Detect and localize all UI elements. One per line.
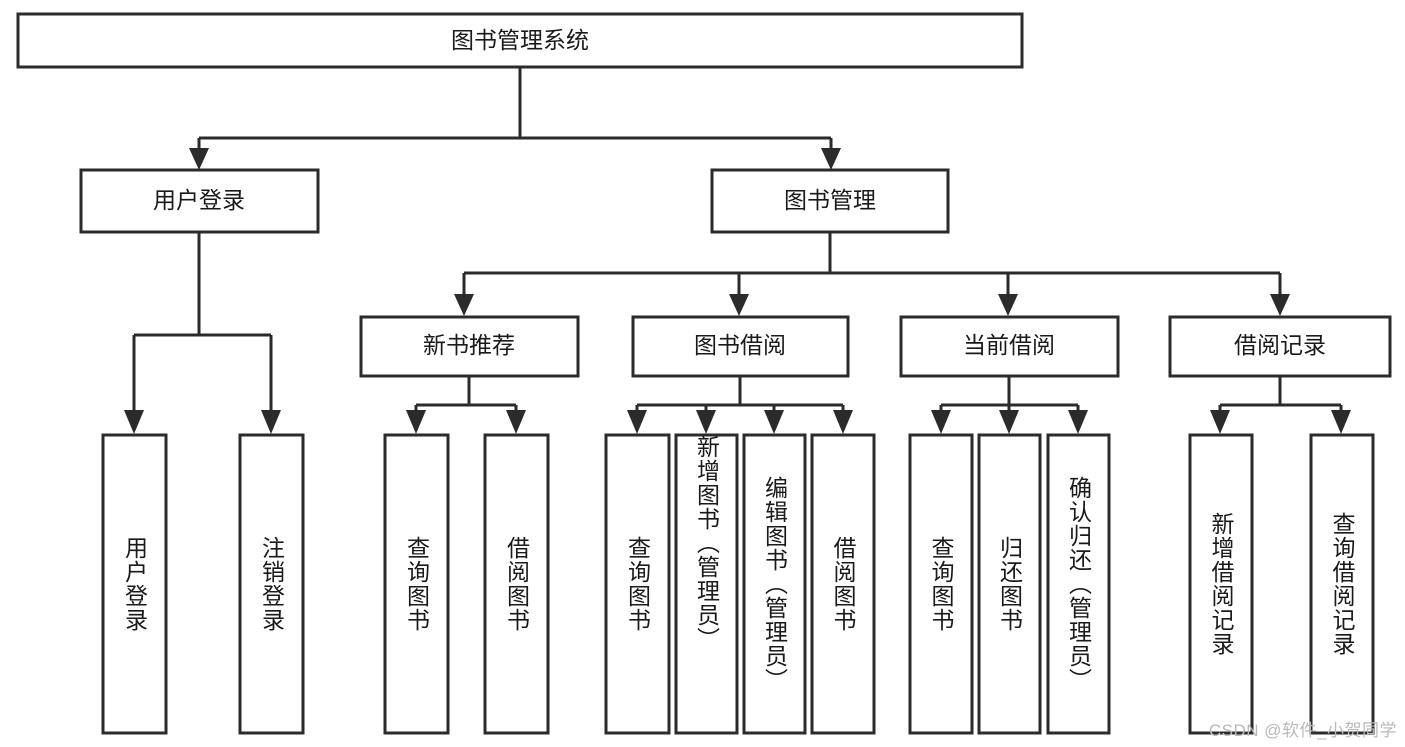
node-book-borrow-box[interactable] bbox=[631, 315, 850, 378]
leaf-add-record-box[interactable] bbox=[1188, 433, 1254, 735]
node-root-label: 图书管理系统 bbox=[451, 27, 589, 53]
leaf-confirm-return-box[interactable] bbox=[1046, 433, 1111, 735]
connector-root-to-level2 bbox=[189, 67, 841, 170]
node-book-manage[interactable]: 图书管理 bbox=[710, 168, 950, 234]
node-borrow-record[interactable]: 借阅记录 bbox=[1168, 315, 1392, 378]
node-current-borrow-label: 当前借阅 bbox=[963, 332, 1055, 358]
leaf-query-book-1-box[interactable] bbox=[383, 433, 450, 735]
arrow-head-icon bbox=[189, 148, 209, 170]
node-root-box[interactable] bbox=[16, 12, 1024, 69]
leaf-query-book-2-box[interactable] bbox=[604, 433, 671, 735]
leaf-add-book-box[interactable] bbox=[674, 433, 739, 735]
arrow-head-icon bbox=[1068, 410, 1088, 434]
arrow-head-icon bbox=[696, 410, 716, 434]
arrow-head-icon bbox=[506, 410, 526, 434]
leaf-query-book-3-box[interactable] bbox=[908, 433, 974, 735]
node-book-borrow-label: 图书借阅 bbox=[694, 332, 786, 358]
arrow-head-icon bbox=[1270, 294, 1290, 316]
node-book-borrow[interactable]: 图书借阅 bbox=[631, 315, 850, 378]
connector-currentborrow-to-leaves bbox=[931, 376, 1088, 434]
arrow-head-icon bbox=[998, 294, 1018, 316]
connector-bookmanage-to-level3 bbox=[454, 233, 1290, 316]
watermark-text: CSDN @软件_小贺同学 bbox=[1208, 721, 1397, 740]
node-new-book-rec[interactable]: 新书推荐 bbox=[359, 315, 580, 378]
arrow-head-icon bbox=[821, 148, 841, 170]
connector-bookborrow-to-leaves bbox=[627, 376, 853, 434]
node-new-book-rec-box[interactable] bbox=[359, 315, 580, 378]
node-user-login-label: 用户登录 bbox=[153, 187, 245, 213]
arrow-head-icon bbox=[1210, 410, 1230, 434]
arrow-head-icon bbox=[454, 294, 474, 316]
arrow-head-icon bbox=[1331, 410, 1351, 434]
connector-newbookrec-to-leaves bbox=[406, 376, 526, 434]
arrow-head-icon bbox=[627, 410, 647, 434]
arrow-head-icon bbox=[406, 410, 426, 434]
leaf-user-login-box[interactable] bbox=[101, 433, 168, 735]
leaf-borrow-book-2-box[interactable] bbox=[810, 433, 876, 735]
node-borrow-record-label: 借阅记录 bbox=[1234, 332, 1326, 358]
arrow-head-icon bbox=[931, 410, 951, 434]
connector-borrowrecord-to-leaves bbox=[1210, 376, 1351, 434]
arrow-head-icon bbox=[729, 294, 749, 316]
leaf-return-book-box[interactable] bbox=[977, 433, 1042, 735]
node-borrow-record-box[interactable] bbox=[1168, 315, 1392, 378]
arrow-head-icon bbox=[833, 410, 853, 434]
arrow-head-icon bbox=[999, 410, 1019, 434]
leaf-query-record-box[interactable] bbox=[1309, 433, 1375, 735]
arrow-head-icon bbox=[124, 410, 144, 434]
leaf-borrow-book-1-box[interactable] bbox=[483, 433, 550, 735]
node-book-manage-box[interactable] bbox=[710, 168, 950, 234]
arrow-head-icon bbox=[261, 410, 281, 434]
leaf-logout-login-box[interactable] bbox=[238, 433, 305, 735]
connector-userlogin-to-leaves bbox=[124, 233, 281, 434]
leaf-edit-book-box[interactable] bbox=[742, 433, 807, 735]
node-current-borrow[interactable]: 当前借阅 bbox=[899, 315, 1120, 378]
node-new-book-rec-label: 新书推荐 bbox=[423, 332, 515, 358]
node-book-manage-label: 图书管理 bbox=[784, 187, 876, 213]
arrow-head-icon bbox=[764, 410, 784, 434]
node-user-login[interactable]: 用户登录 bbox=[79, 168, 320, 234]
node-user-login-box[interactable] bbox=[79, 168, 320, 234]
node-root[interactable]: 图书管理系统 bbox=[16, 12, 1024, 69]
node-current-borrow-box[interactable] bbox=[899, 315, 1120, 378]
